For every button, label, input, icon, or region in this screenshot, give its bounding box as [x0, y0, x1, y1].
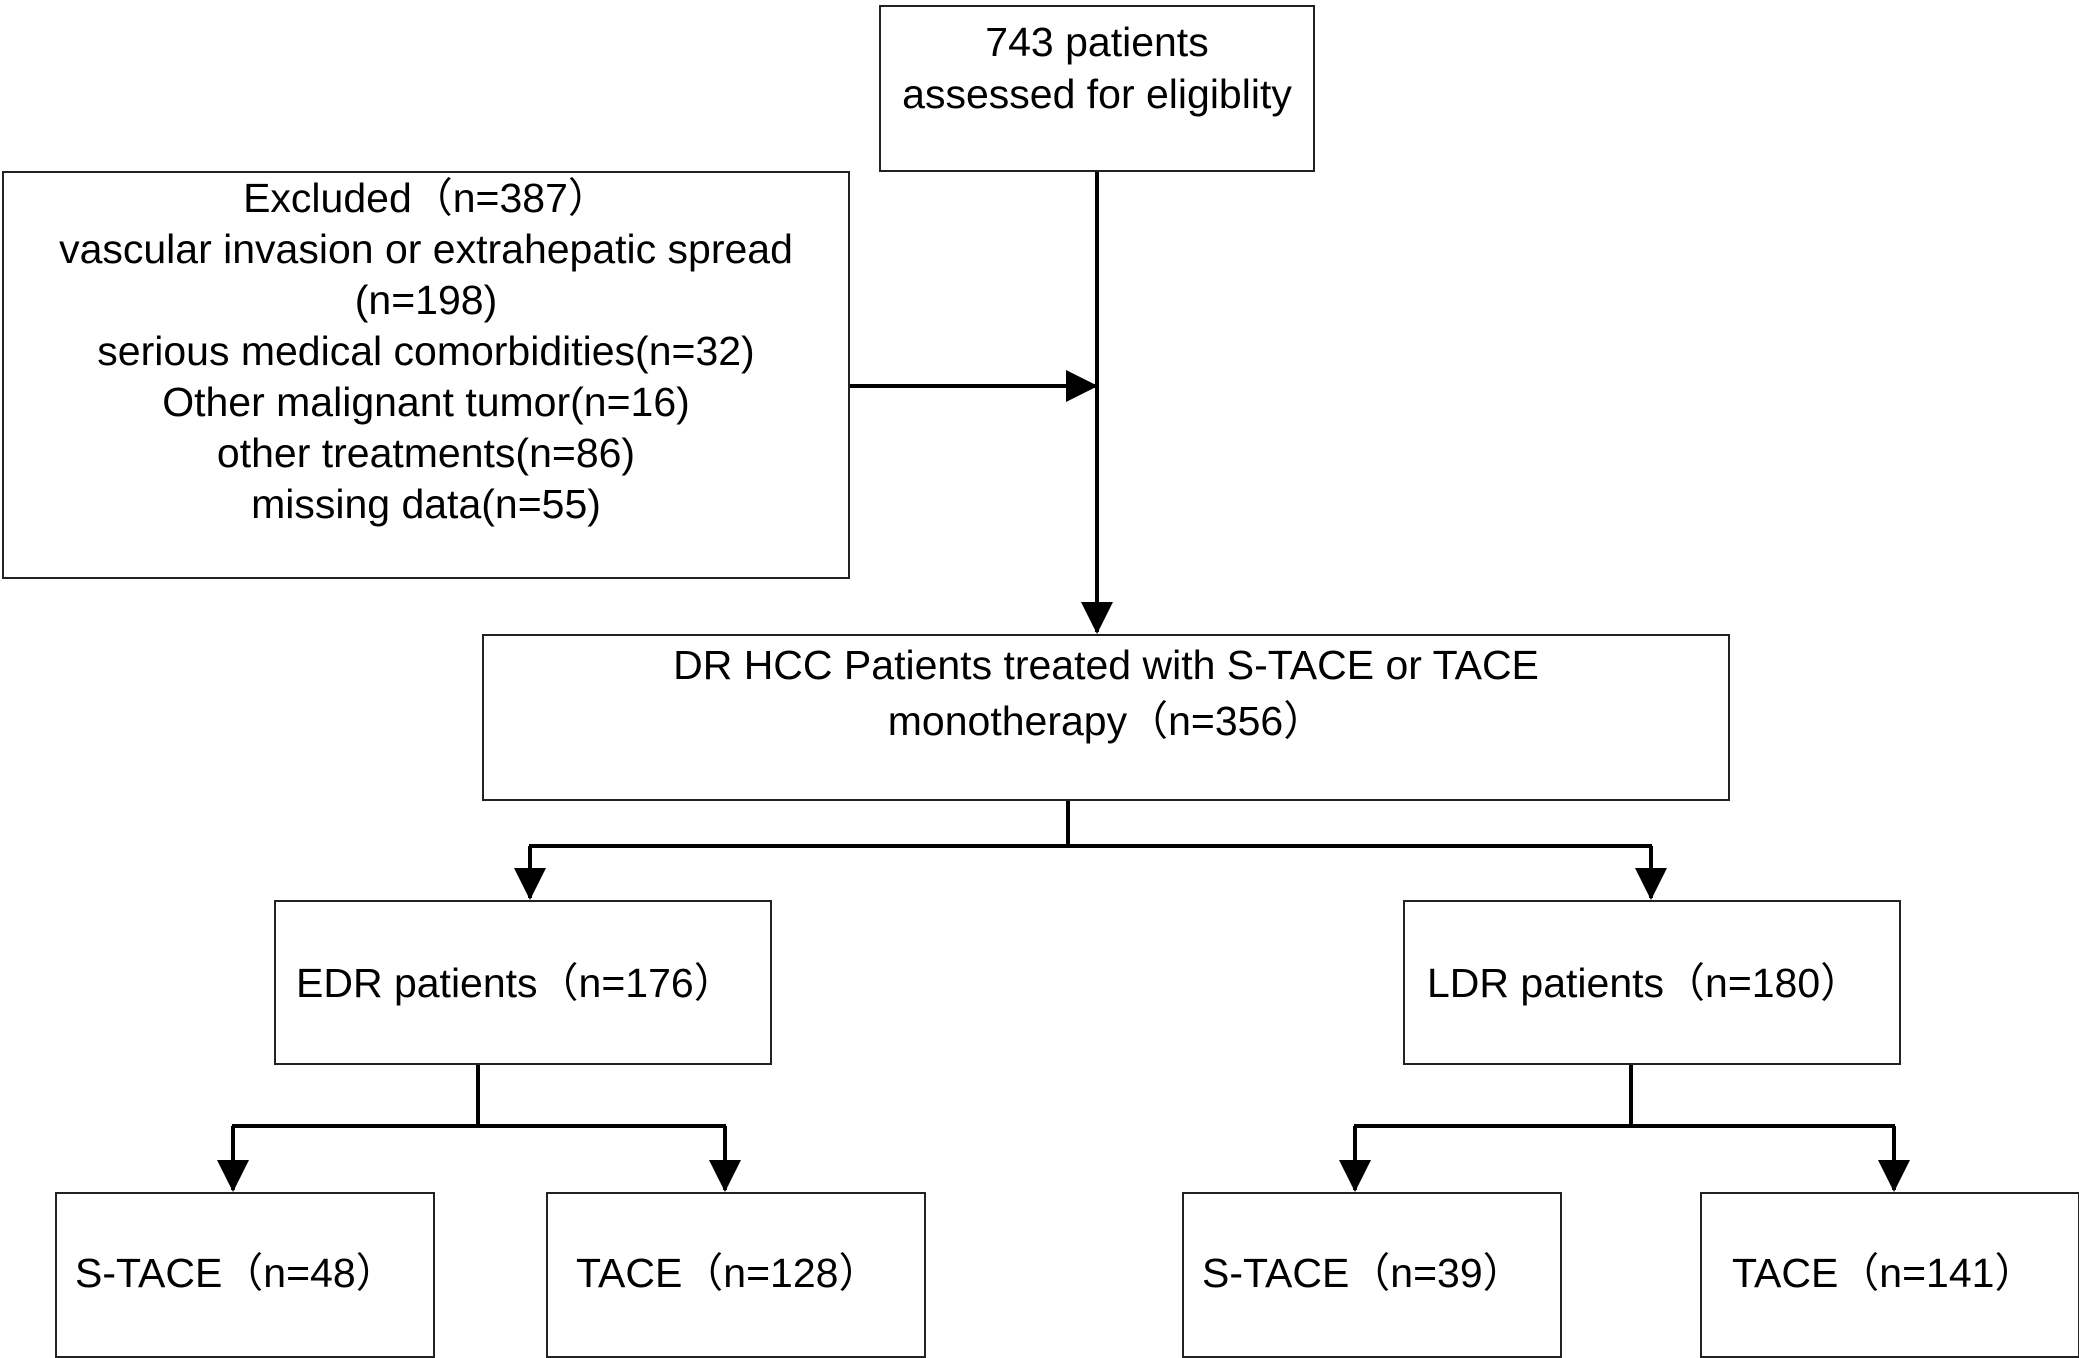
excluded-reason-comorbidities: serious medical comorbidities(n=32) [97, 328, 755, 374]
excluded-reason-vascular: vascular invasion or extrahepatic spread [59, 226, 793, 272]
excluded-title: Excluded（n=387） [243, 175, 609, 221]
ldr-tace-label: TACE（n=141） [1732, 1250, 2036, 1296]
ldr-tace-box: TACE（n=141） [1700, 1192, 2079, 1358]
edr-box: EDR patients（n=176） [274, 900, 772, 1065]
excluded-reason-missing-data: missing data(n=55) [251, 481, 601, 527]
excluded-reason-malignant-tumor: Other malignant tumor(n=16) [162, 379, 690, 425]
ldr-box: LDR patients（n=180） [1403, 900, 1901, 1065]
ldr-label: LDR patients（n=180） [1427, 960, 1862, 1006]
ldr-stace-box: S-TACE（n=39） [1182, 1192, 1562, 1358]
excluded-box: Excluded（n=387） vascular invasion or ext… [2, 171, 850, 579]
edr-tace-box: TACE（n=128） [546, 1192, 926, 1358]
start-box: 743 patients assessed for eligiblity [879, 5, 1315, 172]
cohort-line-1: DR HCC Patients treated with S-TACE or T… [673, 642, 1539, 688]
start-line-1: 743 patients [985, 19, 1209, 65]
excluded-reason-other-treatments: other treatments(n=86) [216, 430, 636, 476]
edr-tace-label: TACE（n=128） [576, 1250, 880, 1296]
edr-stace-label: S-TACE（n=48） [75, 1250, 397, 1296]
edr-stace-box: S-TACE（n=48） [55, 1192, 435, 1358]
excluded-reason-vascular-count: (n=198) [354, 277, 498, 323]
edr-label: EDR patients（n=176） [296, 960, 735, 1006]
start-line-2: assessed for eligiblity [902, 71, 1292, 117]
cohort-line-2: monotherapy（n=356） [887, 698, 1325, 744]
ldr-stace-label: S-TACE（n=39） [1202, 1250, 1524, 1296]
cohort-box: DR HCC Patients treated with S-TACE or T… [482, 634, 1730, 801]
